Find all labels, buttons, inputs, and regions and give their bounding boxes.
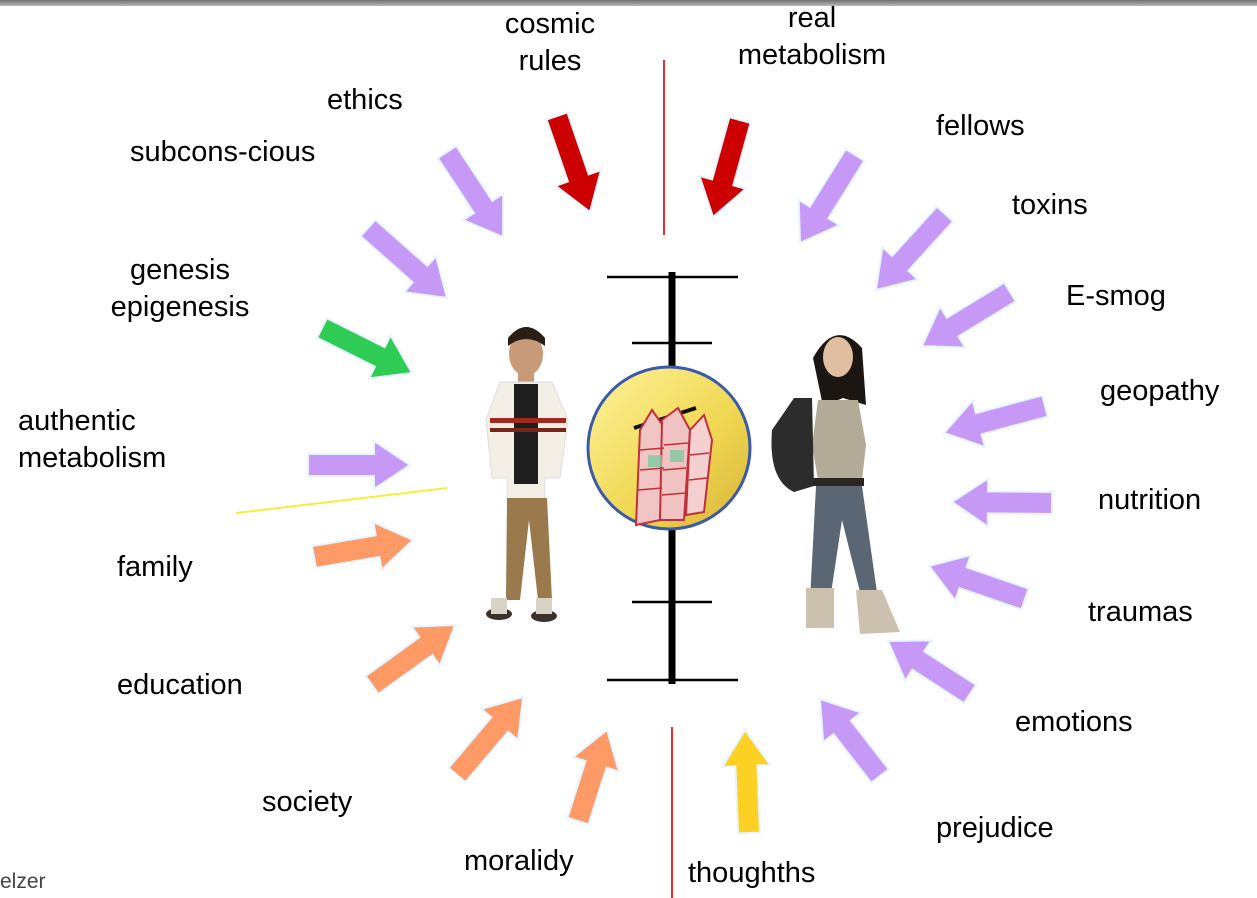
label-moralidy: moralidy	[464, 843, 574, 880]
label-fellows: fellows	[936, 108, 1025, 145]
yellow-divider	[236, 488, 447, 513]
author-credit: elzer	[0, 870, 46, 894]
education-arrow	[366, 625, 455, 694]
prejudice-arrow	[820, 699, 889, 783]
label-nutrition: nutrition	[1098, 482, 1201, 519]
label-education: education	[117, 667, 243, 704]
ethics-arrow	[438, 146, 503, 237]
label-subconscious: subcons-cious	[130, 134, 315, 171]
genesis-arrow	[317, 318, 412, 378]
label-prejudice: prejudice	[936, 810, 1054, 847]
family-arrow	[312, 522, 413, 569]
label-toxins: toxins	[1012, 187, 1088, 224]
nutrition-arrow	[952, 478, 1052, 526]
moralidy-arrow	[568, 730, 619, 824]
geopathy-arrow	[944, 395, 1048, 447]
thoughths-arrow	[722, 730, 770, 833]
society-arrow	[449, 697, 523, 782]
e-smog-arrow	[922, 283, 1016, 348]
emotions-arrow	[888, 640, 976, 703]
label-thoughths: thoughths	[688, 855, 815, 892]
label-society: society	[262, 784, 352, 821]
young-woman-figure	[771, 335, 900, 634]
label-emotions: emotions	[1015, 704, 1133, 741]
label-ethics: ethics	[327, 82, 403, 119]
authentic-metabolism-arrow	[308, 441, 410, 489]
real-metabolism-arrow	[700, 117, 751, 217]
label-traumas: traumas	[1088, 594, 1193, 631]
label-geopathy: geopathy	[1100, 373, 1219, 410]
subconscious-arrow	[361, 220, 447, 298]
label-family: family	[117, 549, 193, 586]
label-e-smog: E-smog	[1066, 278, 1166, 315]
toxins-arrow	[876, 207, 953, 290]
young-man-figure	[486, 327, 568, 622]
dna-chromosome-circle	[588, 367, 750, 529]
cosmic-rules-arrow	[547, 112, 601, 212]
fellows-arrow	[799, 149, 865, 243]
traumas-arrow	[929, 555, 1029, 609]
